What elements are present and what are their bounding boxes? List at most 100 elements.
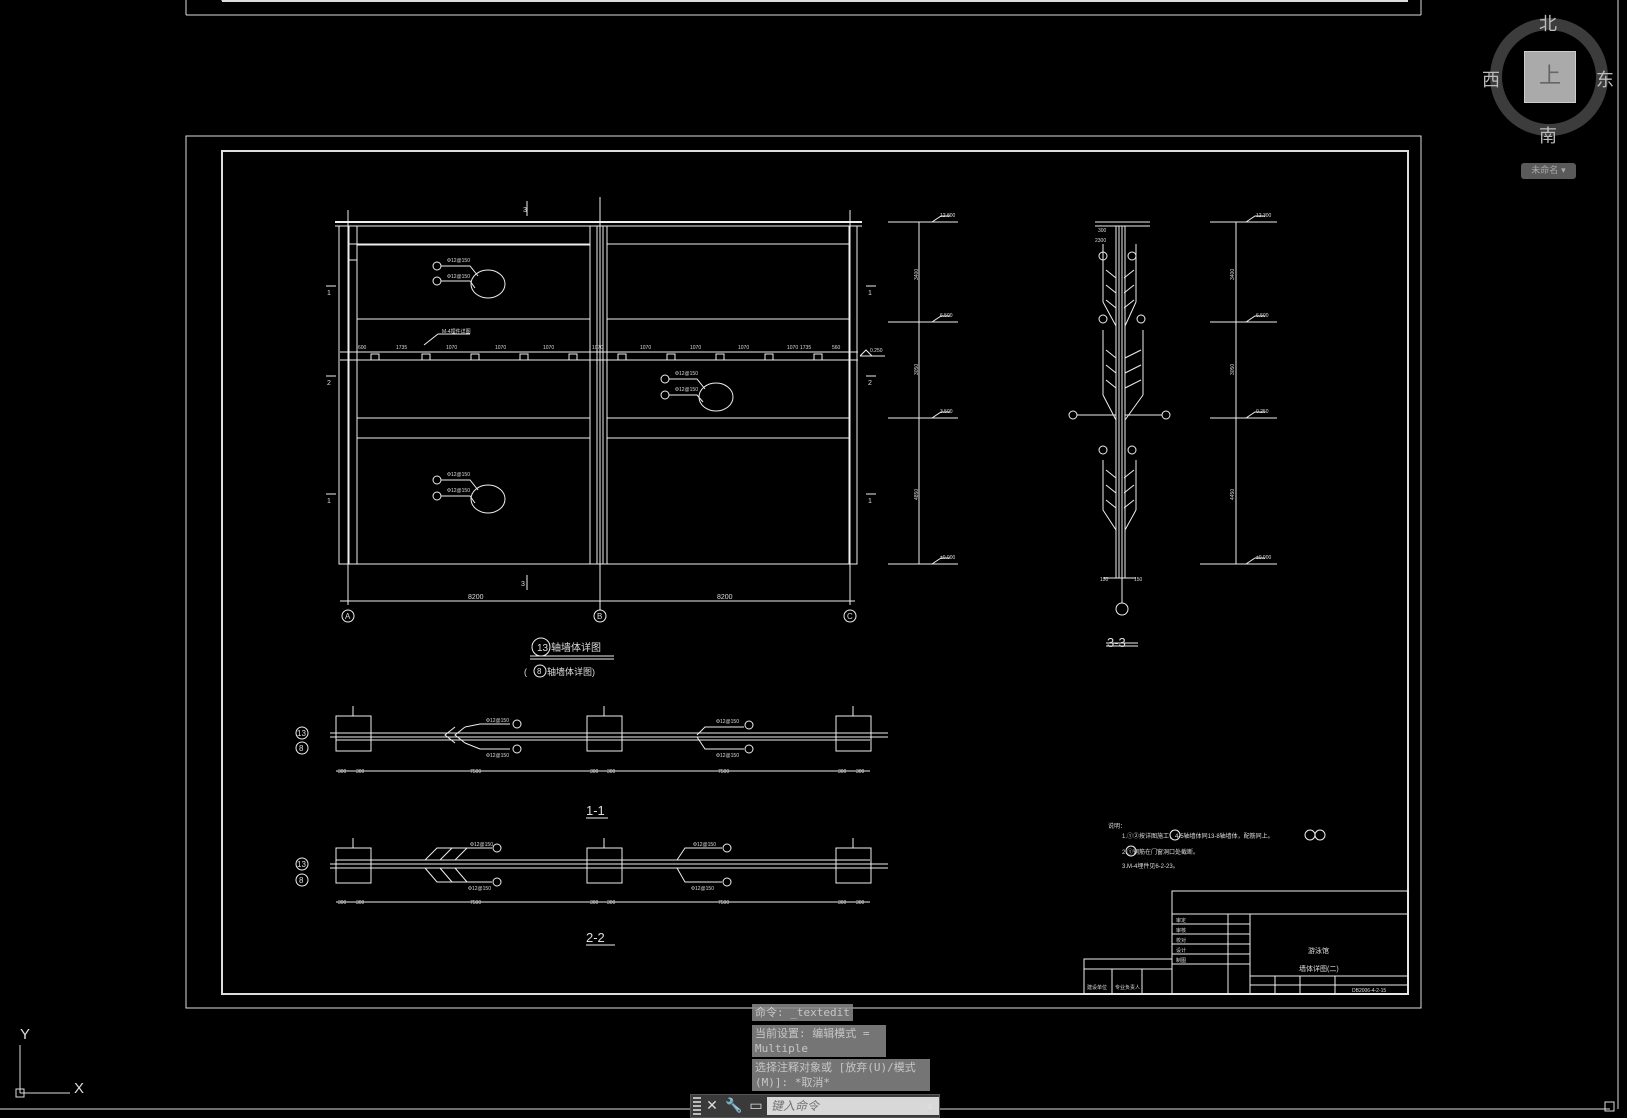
- section-mark-3-top: 3: [523, 207, 527, 214]
- plan-dim-2-2: 7500: [470, 900, 481, 906]
- section-3-3-title: 3-3: [1107, 635, 1126, 650]
- plan-rebar-1a: Φ12@150: [486, 718, 509, 724]
- tb-label-1: 审定: [1176, 917, 1186, 924]
- elev-left-4: 3.500: [940, 409, 953, 415]
- wcs-menu-button[interactable]: 未命名 ▾: [1521, 163, 1576, 179]
- rebar-label-1c: Φ12@150: [447, 472, 470, 478]
- level-dim-right: 3050: [1230, 364, 1236, 375]
- beam-dim: 1735: [396, 345, 407, 351]
- elev-right-2: 6.500: [1256, 313, 1269, 319]
- sec33-dim-2: 150: [1134, 577, 1143, 583]
- plan-dim-1-1: 300: [356, 769, 365, 775]
- viewcube-south[interactable]: 南: [1539, 126, 1557, 147]
- embed-plate: [568, 353, 578, 361]
- chevron-up-icon[interactable]: ▲: [926, 1101, 934, 1111]
- beam-dim: 1070: [446, 345, 457, 351]
- elev-right-4: ±0.000: [1256, 555, 1271, 561]
- section-mark-1-right-b: 1: [868, 498, 872, 505]
- plan-rebar-2a: Φ12@150: [486, 753, 509, 759]
- plan-dim-2-2: 300: [856, 900, 865, 906]
- embed-plate: [421, 353, 431, 361]
- embed-plate: [617, 353, 627, 361]
- section-mark-1-left: 1: [327, 290, 331, 297]
- tb-label-6: 建设单位: [1087, 984, 1107, 991]
- level-dim-left: 4850: [914, 489, 920, 500]
- beam-dim: 1070: [495, 345, 506, 351]
- viewcube-top-face[interactable]: 上: [1524, 51, 1576, 103]
- plan-dim-2-2: 300: [590, 900, 599, 906]
- command-history-line: 命令: _textedit: [752, 1004, 853, 1021]
- elev-right-3: 0.250: [1256, 409, 1269, 415]
- embed-plate: [470, 353, 480, 361]
- beam-dim: 1070: [543, 345, 554, 351]
- plan-axis-8a: 8: [299, 744, 304, 753]
- sec33-top-2: 2300: [1095, 238, 1106, 244]
- sec33-top-1: 300: [1098, 228, 1107, 234]
- plan-dim-1-1: 300: [338, 769, 347, 775]
- tb-label-5: 制图: [1176, 957, 1186, 964]
- ucs-x-label: X: [74, 1080, 84, 1097]
- command-input[interactable]: [767, 1097, 939, 1115]
- plan-dim-1-1: 300: [856, 769, 865, 775]
- plan-dim-2-2: 300: [338, 900, 347, 906]
- elevation-title: 轴墙体详图: [551, 641, 601, 654]
- section-2-2-title: 2-2: [586, 930, 605, 945]
- embed-plate: [519, 353, 529, 361]
- note-2: 2.①钢筋在门窗洞口处截断。: [1122, 848, 1199, 856]
- axis-label-b: B: [597, 612, 602, 621]
- beam-dim: 560: [832, 345, 841, 351]
- embed-plate: [666, 353, 676, 361]
- command-history-line: 选择注释对象或 [放弃(U)/模式(M)]: *取消*: [752, 1059, 930, 1091]
- plan-axis-8b: 8: [299, 876, 304, 885]
- elev-left-1: 12.800: [940, 213, 956, 219]
- viewcube-north[interactable]: 北: [1539, 14, 1557, 35]
- axis-label-a: A: [345, 612, 351, 621]
- drag-handle[interactable]: [693, 1097, 701, 1115]
- rebar-label-1a: Φ12@150: [447, 258, 470, 264]
- plan-dim-1-1: 7500: [718, 769, 729, 775]
- section-3-3: [1068, 215, 1277, 647]
- level-dim-right: 3400: [1230, 269, 1236, 280]
- elevation-title-num: 13: [537, 643, 549, 654]
- beam-dim: 1735: [800, 345, 811, 351]
- section-mark-2-right: 2: [868, 380, 872, 387]
- embed-note: M-4埋件详图: [442, 328, 471, 335]
- plan-sections: [295, 706, 888, 946]
- plan-rebar-1d: Φ12@150: [693, 842, 716, 848]
- title-block-project: 游泳馆: [1308, 946, 1329, 955]
- plan-rebar-1c: Φ12@150: [470, 842, 493, 848]
- rebar-label-1b: Φ12@150: [675, 371, 698, 377]
- wrench-icon[interactable]: 🔧: [725, 1098, 743, 1114]
- elev-left-2: 6.500: [940, 313, 953, 319]
- plan-dim-1-1: 300: [590, 769, 599, 775]
- close-icon[interactable]: ✕: [706, 1098, 718, 1114]
- title-block-drawing: 墙体详图(二): [1299, 964, 1339, 973]
- section-mark-1-right: 1: [868, 290, 872, 297]
- level-dim-left: 3400: [914, 269, 920, 280]
- span-dim-1: 8200: [468, 594, 484, 601]
- level-dim-left: 3050: [914, 364, 920, 375]
- beam-dim: 600: [358, 345, 367, 351]
- plan-dim-2-2: 300: [607, 900, 616, 906]
- plan-axis-13a: 13: [297, 729, 306, 738]
- viewcube-east[interactable]: 东: [1596, 70, 1614, 91]
- embed-plate: [370, 353, 380, 361]
- elevation-sub-close: ): [592, 667, 595, 677]
- plan-rebar-2b: Φ12@150: [716, 753, 739, 759]
- embed-plate: [715, 353, 725, 361]
- plan-dim-1-1: 7500: [470, 769, 481, 775]
- embed-plate: [813, 353, 823, 361]
- elev-left-5: ±0.000: [940, 555, 955, 561]
- plan-dim-2-2: 7500: [718, 900, 729, 906]
- rebar-label-2a: Φ12@150: [447, 274, 470, 280]
- title-block: [1083, 829, 1409, 995]
- beam-dim: 1070: [738, 345, 749, 351]
- command-prompt-icon[interactable]: ▭: [749, 1098, 763, 1114]
- ucs-icon: [15, 1045, 70, 1098]
- notes-title: 说明：: [1108, 822, 1126, 830]
- viewcube-west[interactable]: 西: [1482, 70, 1500, 91]
- level-dim-right: 4450: [1230, 489, 1236, 500]
- tb-label-3: 校对: [1176, 937, 1186, 944]
- title-block-number: DB2006-4-2-15: [1352, 988, 1386, 994]
